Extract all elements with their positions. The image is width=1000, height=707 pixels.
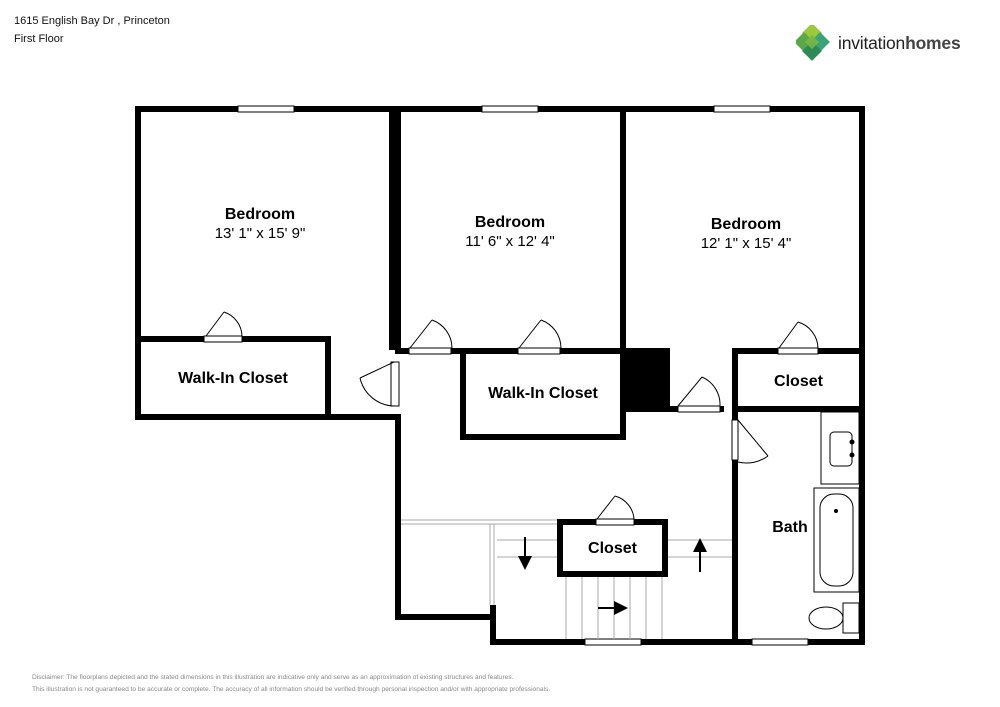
room-name: Bedroom	[474, 214, 546, 231]
room-name: Walk-In Closet	[488, 385, 598, 402]
room-walk-in-closet-1: Walk-In Closet	[141, 370, 325, 388]
room-bedroom-3: Bedroom 12' 1" x 15' 4"	[656, 216, 836, 252]
bath-fixtures	[808, 411, 860, 634]
brand-name-part2: homes	[905, 32, 961, 53]
brand-name-part1: invitation	[838, 32, 906, 53]
room-closet-stair: Closet	[563, 540, 662, 558]
room-bath: Bath	[760, 519, 820, 537]
address-text: 1615 English Bay Dr , Princeton	[14, 15, 170, 27]
disclaimer-line-1: Disclaimer: The floorplans depicted and …	[32, 674, 514, 681]
room-name: Closet	[774, 373, 823, 390]
floor-title: First Floor	[14, 33, 64, 45]
room-closet-right: Closet	[738, 373, 859, 391]
stair-arrows	[518, 537, 707, 615]
walls	[135, 106, 865, 645]
room-name: Walk-In Closet	[178, 370, 288, 387]
brand-logo: invitationhomes	[796, 24, 961, 62]
room-dimensions: 12' 1" x 15' 4"	[700, 235, 792, 252]
disclaimer-line-2: This illustration is not guaranteed to b…	[32, 686, 551, 693]
room-name: Bedroom	[710, 216, 782, 233]
room-name: Bath	[772, 519, 808, 536]
room-walk-in-closet-2: Walk-In Closet	[466, 385, 620, 403]
room-bedroom-1: Bedroom 13' 1" x 15' 9"	[170, 206, 350, 242]
room-name: Closet	[588, 540, 637, 557]
room-dimensions: 11' 6" x 12' 4"	[465, 233, 555, 250]
room-name: Bedroom	[224, 206, 296, 223]
stairs	[401, 519, 732, 639]
logo-diamond-icon	[796, 25, 830, 61]
doors	[203, 311, 819, 526]
room-dimensions: 13' 1" x 15' 9"	[214, 225, 306, 242]
windows	[237, 105, 809, 646]
room-bedroom-2: Bedroom 11' 6" x 12' 4"	[420, 214, 600, 250]
